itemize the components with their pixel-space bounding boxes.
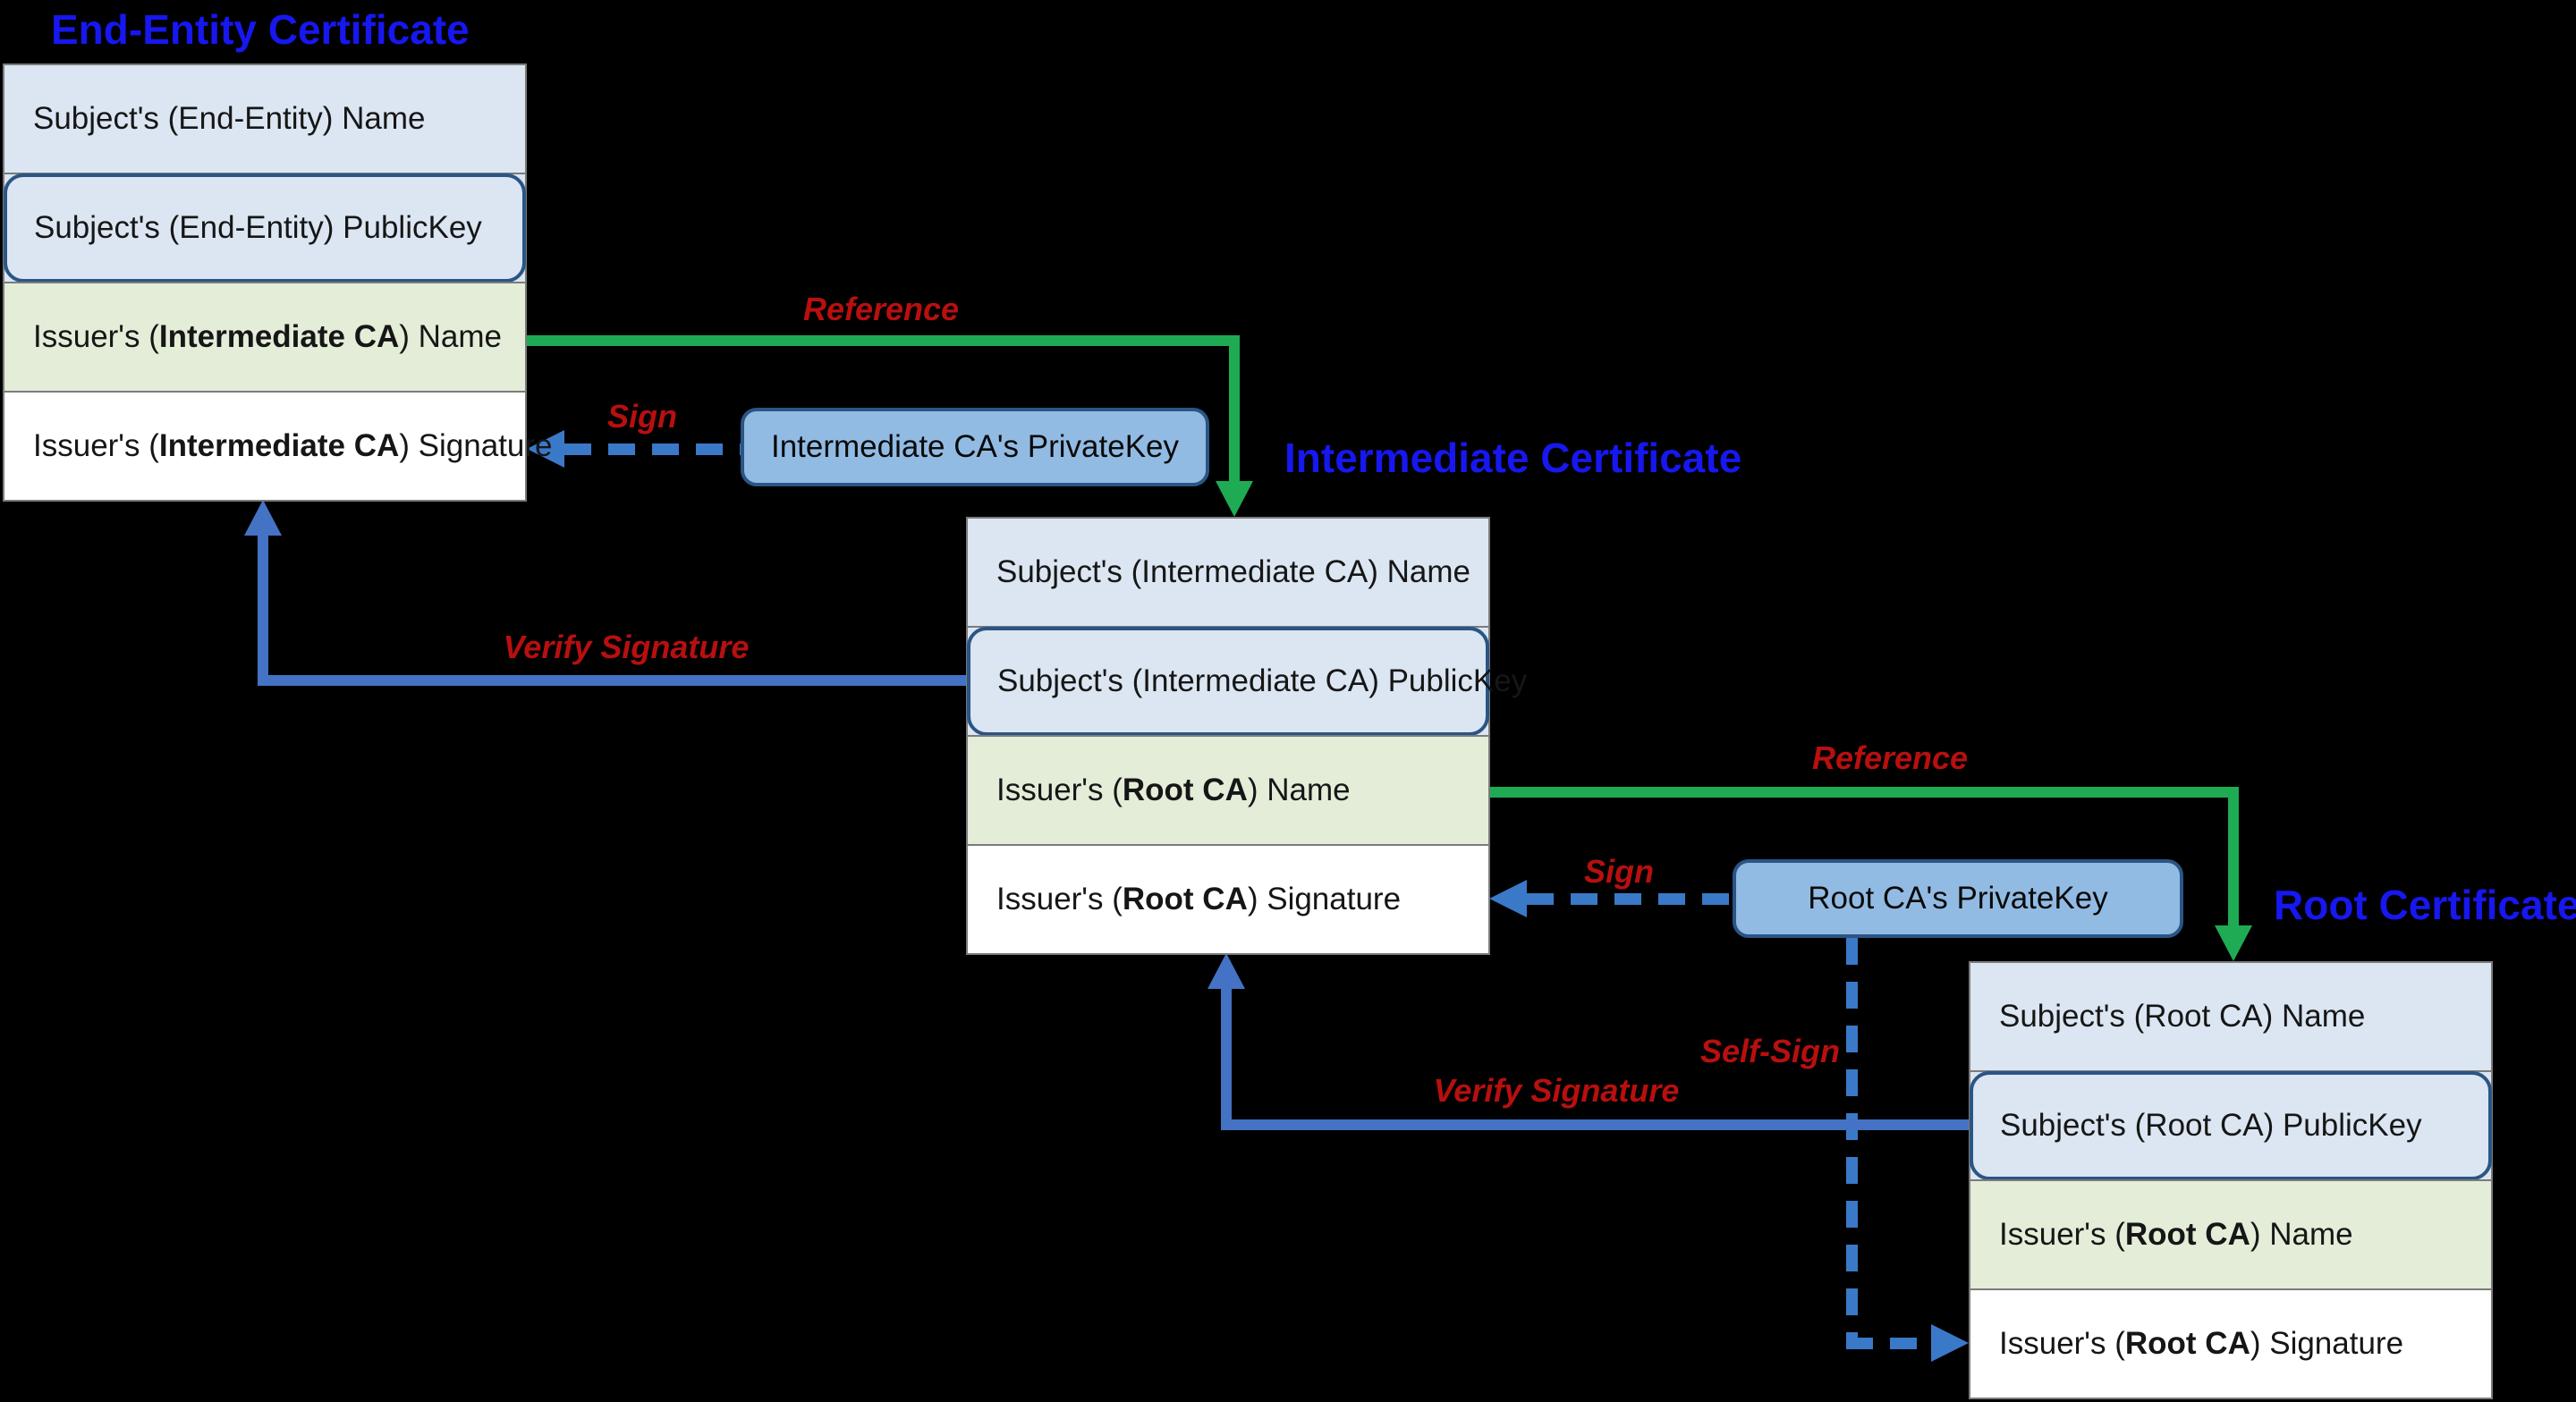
arrow-label-self-sign: Self-Sign (1699, 1033, 1841, 1069)
arrow-label-sign-1: Sign (607, 398, 677, 435)
arrowhead-left-icon (527, 430, 564, 468)
arrowhead-right-icon (1931, 1324, 1969, 1362)
publickey-outline: Subject's (Intermediate CA) PublicKey (967, 627, 1527, 736)
arrowhead-left-icon (1489, 880, 1527, 917)
arrowhead-down-icon (1216, 481, 1253, 517)
cert-row-issuer-signature: Issuer's (Root CA) Signature (1969, 1288, 2493, 1399)
intermediate-ca-privatekey-box: Intermediate CA's PrivateKey (741, 408, 1209, 486)
cert-row-issuer-signature: Issuer's (Intermediate CA) Signature (3, 391, 553, 502)
cert-row-subject-name: Subject's (Intermediate CA) Name (966, 517, 1490, 628)
reference-arrow-2 (2228, 787, 2239, 927)
self-sign-arrow (1846, 938, 1858, 1338)
self-sign-arrow (1846, 1338, 1931, 1349)
publickey-outline: Subject's (End-Entity) PublicKey (4, 173, 526, 283)
arrowhead-down-icon (2215, 925, 2252, 961)
end-entity-certificate-title: End-Entity Certificate (51, 6, 470, 53)
cert-row-issuer-name: Issuer's (Root CA) Name (1969, 1179, 2493, 1290)
root-certificate-title: Root Certificate (2274, 882, 2576, 928)
reference-arrow-1 (527, 335, 1240, 346)
reference-arrow-2 (1489, 787, 2239, 798)
arrow-label-sign-2: Sign (1584, 853, 1654, 890)
cert-row-subject-name: Subject's (End-Entity) Name (3, 63, 527, 174)
cert-row-issuer-signature: Issuer's (Root CA) Signature (966, 844, 1490, 955)
intermediate-certificate-title: Intermediate Certificate (1284, 435, 1742, 481)
publickey-outline: Subject's (Root CA) PublicKey (1970, 1071, 2492, 1180)
sign-arrow-2 (1527, 893, 1733, 905)
root-ca-privatekey-box: Root CA's PrivateKey (1733, 859, 2183, 938)
sign-arrow-1 (564, 443, 741, 455)
cert-row-issuer-name: Issuer's (Root CA) Name (966, 735, 1490, 846)
reference-arrow-1 (1229, 335, 1240, 483)
arrow-label-verify-signature-2: Verify Signature (1433, 1072, 1680, 1109)
arrow-label-reference-2: Reference (1811, 739, 1969, 776)
arrow-label-verify-signature-1: Verify Signature (503, 629, 750, 665)
verify-signature-arrow-1 (258, 534, 268, 686)
cert-row-subject-publickey: Subject's (End-Entity) PublicKey (3, 173, 527, 283)
arrowhead-up-icon (244, 500, 282, 536)
arrowhead-up-icon (1208, 953, 1245, 989)
verify-signature-arrow-1 (258, 675, 966, 686)
cert-row-subject-publickey: Subject's (Root CA) PublicKey (1969, 1070, 2493, 1181)
verify-signature-arrow-2 (1221, 987, 1232, 1130)
arrow-label-reference-1: Reference (802, 291, 960, 327)
cert-row-issuer-name: Issuer's (Intermediate CA) Name (3, 282, 527, 393)
cert-row-subject-name: Subject's (Root CA) Name (1969, 961, 2493, 1072)
cert-row-subject-publickey: Subject's (Intermediate CA) PublicKey (966, 626, 1527, 737)
verify-signature-arrow-2 (1221, 1119, 1969, 1130)
